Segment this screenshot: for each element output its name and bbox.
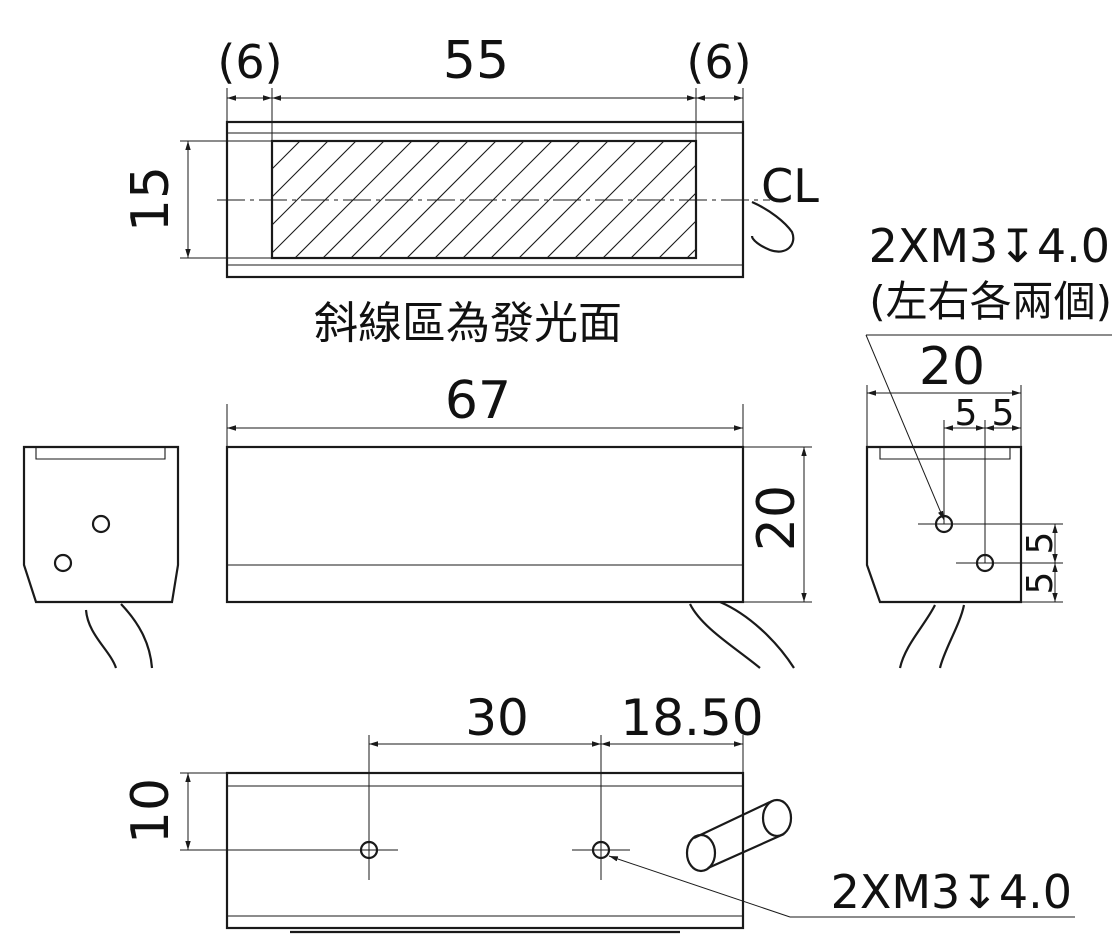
dim-right-v1-label: 5 — [1020, 532, 1061, 555]
bottom-view: 30 18.50 10 2XM3↧4.0 — [121, 689, 1075, 934]
front-view-body — [225, 445, 745, 604]
dim-front-height-label: 20 — [747, 485, 807, 551]
dim-holes-label: 30 — [465, 689, 529, 747]
dim-right-h2-label: 5 — [992, 393, 1015, 434]
dim-center-label: 55 — [443, 31, 509, 91]
side-screw-leader — [865, 334, 945, 521]
hatch-line — [490, 141, 609, 258]
centerline-label: CL — [761, 159, 819, 213]
dim-height-label: 15 — [121, 166, 181, 232]
cable-stub — [750, 200, 795, 253]
bottom-screw-leader — [608, 855, 791, 918]
dim-right-width-label: 20 — [919, 337, 985, 397]
right-end-cable — [898, 604, 966, 669]
bottom-screw-spec: 2XM3↧4.0 — [831, 865, 1072, 919]
hatch-line — [272, 141, 329, 198]
dim-length-label: 67 — [445, 371, 511, 431]
hatch-line — [658, 220, 696, 258]
left-end-body — [22, 445, 180, 604]
dim-right-label: (6) — [686, 35, 751, 89]
side-screw-note: 2XM3↧4.0 (左右各兩個) — [865, 219, 1112, 521]
hatch-line — [322, 141, 441, 258]
front-view-cable — [689, 600, 795, 669]
front-view: 67 20 — [225, 371, 812, 669]
side-screw-spec: 2XM3↧4.0 — [869, 219, 1110, 273]
emitting-area-note: 斜線區為發光面 — [314, 298, 622, 349]
left-end-cable — [84, 603, 154, 669]
right-end-view: 20 5 5 5 5 — [865, 337, 1063, 669]
hatch-line — [574, 141, 693, 258]
bottom-cable — [693, 801, 785, 870]
side-screw-qty: (左右各兩個) — [869, 277, 1112, 326]
dim-bottom-height-label: 10 — [121, 778, 181, 844]
top-view: (6) 55 (6) 15 CL 斜線區為發光面 — [121, 31, 819, 349]
dim-left-label: (6) — [217, 35, 282, 89]
right-end-body — [865, 445, 1023, 604]
left-end-hole-upper — [91, 514, 111, 534]
dim-right-v2-label: 5 — [1020, 572, 1061, 595]
left-end-view — [22, 445, 180, 669]
hatch-line — [406, 141, 525, 258]
hatch-line — [272, 141, 301, 170]
dim-right-h1-label: 5 — [955, 393, 978, 434]
dim-offset-label: 18.50 — [620, 689, 763, 747]
hatch-line — [272, 141, 357, 226]
left-end-hole-lower — [53, 553, 73, 573]
